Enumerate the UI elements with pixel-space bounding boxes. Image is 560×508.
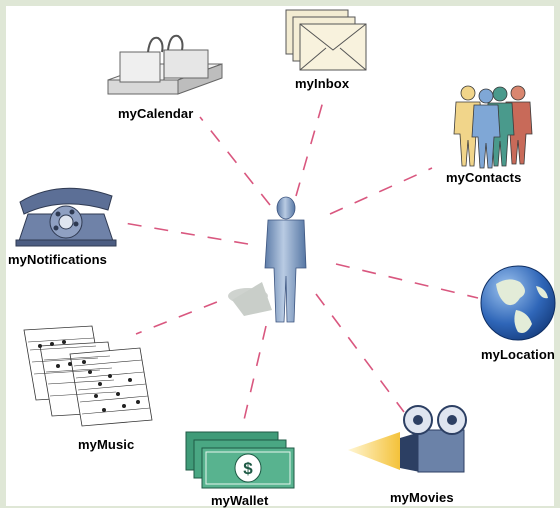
money-icon: $: [185, 431, 295, 489]
label-location: myLocation: [481, 347, 555, 362]
connector-calendar: [199, 116, 271, 206]
connector-wallet: [243, 325, 267, 421]
connector-location: [335, 263, 479, 299]
calendar-binder-icon: [107, 34, 223, 95]
envelopes-icon: [285, 9, 367, 71]
people-group-icon: [453, 85, 533, 169]
label-wallet: myWallet: [211, 493, 269, 508]
label-music: myMusic: [78, 437, 135, 452]
svg-text:$: $: [243, 459, 253, 478]
connector-lines: [117, 97, 479, 421]
label-contacts: myContacts: [446, 170, 522, 185]
connector-music: [135, 291, 243, 335]
connector-contacts: [329, 167, 433, 215]
label-movies: myMovies: [390, 490, 454, 505]
movie-camera-icon: [348, 405, 467, 473]
label-calendar: myCalendar: [118, 106, 194, 121]
connector-inbox: [295, 97, 325, 197]
globe-icon: [480, 265, 556, 341]
label-inbox: myInbox: [295, 76, 350, 91]
connector-movies: [315, 293, 405, 413]
label-notifications: myNotifications: [8, 252, 108, 267]
person-icon: [228, 196, 307, 323]
connector-notifications: [117, 221, 249, 245]
sheet-music-icon: [23, 325, 153, 427]
telephone-icon: [15, 187, 117, 247]
